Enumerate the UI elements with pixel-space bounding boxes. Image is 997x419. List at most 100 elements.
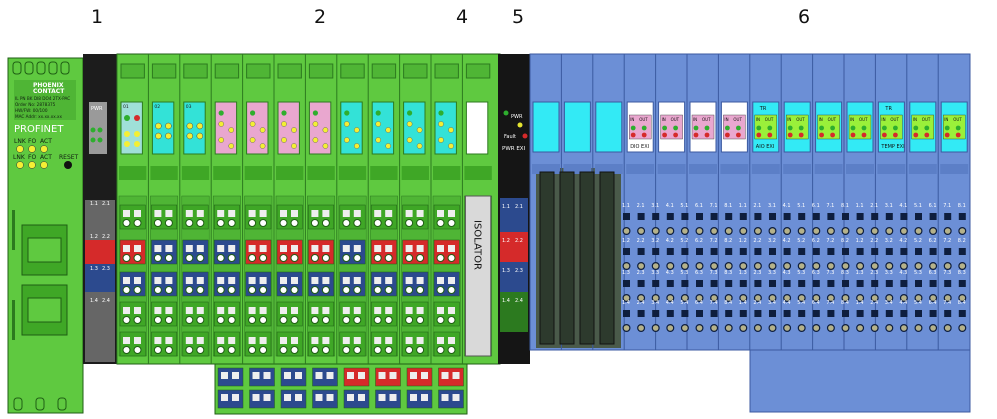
exi-terminal-label: 2.1 bbox=[870, 203, 878, 209]
wire-entry bbox=[798, 263, 805, 270]
spring-lever bbox=[374, 210, 381, 217]
spring-lever bbox=[165, 210, 172, 217]
wire-entry bbox=[623, 228, 630, 235]
bus-contact bbox=[720, 164, 748, 174]
spring-lever bbox=[711, 248, 718, 255]
exi-terminal-label: 3.3 bbox=[651, 270, 659, 276]
spring-lever bbox=[374, 307, 381, 314]
channel-led bbox=[882, 126, 887, 131]
channel-led bbox=[913, 133, 918, 138]
aio-exi-label: AIO EXI bbox=[756, 144, 774, 150]
spring-lever bbox=[154, 245, 161, 252]
channel-led bbox=[448, 127, 453, 132]
spring-lever bbox=[448, 337, 455, 344]
spring-lever bbox=[871, 213, 878, 220]
ch-label-in: IN bbox=[724, 117, 728, 122]
channel-led bbox=[631, 133, 636, 138]
spring-lever bbox=[410, 372, 417, 379]
exi-terminal-label: 5.1 bbox=[797, 203, 805, 209]
wire-entry bbox=[417, 317, 424, 324]
spring-lever bbox=[316, 394, 323, 401]
wire-entry bbox=[311, 317, 318, 324]
pwr-exi-pwr-label: PWR bbox=[511, 114, 523, 120]
wire-entry bbox=[740, 263, 747, 270]
exi-terminal-label: 5.2 bbox=[914, 238, 922, 244]
wire-entry bbox=[186, 287, 193, 294]
spring-lever bbox=[406, 307, 413, 314]
exi-terminal-label: 8.3 bbox=[958, 270, 966, 276]
spring-lever bbox=[857, 213, 864, 220]
exi-terminal-label: 7.2 bbox=[943, 238, 951, 244]
channel-led bbox=[323, 127, 328, 132]
hw-label: HW/FW: 00/100 bbox=[15, 108, 48, 113]
ch-label-in: IN bbox=[662, 117, 666, 122]
wire-entry bbox=[930, 263, 937, 270]
channel-led bbox=[354, 143, 359, 148]
wire-entry bbox=[280, 317, 287, 324]
spring-lever bbox=[249, 277, 256, 284]
wire-entry bbox=[134, 287, 141, 294]
exi-terminal-label: 7.3 bbox=[826, 270, 834, 276]
spring-lever bbox=[232, 372, 239, 379]
module-faceplate bbox=[466, 102, 487, 154]
bus-coupler: PHOENIX CONTACT IL PN BK DI8 DO4 2TX-PAC… bbox=[8, 58, 83, 413]
channel-led bbox=[407, 137, 412, 142]
exi-terminal-label: 8.1 bbox=[958, 203, 966, 209]
spring-lever bbox=[740, 213, 747, 220]
brand-line2: CONTACT bbox=[33, 88, 65, 95]
spring-lever bbox=[711, 213, 718, 220]
spring-lever bbox=[959, 280, 966, 287]
wire-entry bbox=[385, 287, 392, 294]
wire-entry bbox=[711, 228, 718, 235]
spring-lever bbox=[754, 280, 761, 287]
wire-entry bbox=[249, 347, 256, 354]
spring-lever bbox=[186, 337, 193, 344]
exi-terminal-label: 1.1 bbox=[622, 203, 630, 209]
channel-led bbox=[376, 137, 381, 142]
wire-entry bbox=[886, 325, 893, 332]
reset-button[interactable] bbox=[64, 161, 72, 169]
spring-lever bbox=[740, 248, 747, 255]
spring-lever bbox=[406, 337, 413, 344]
exi-terminal-label: 1.2 bbox=[739, 238, 747, 244]
spring-lever bbox=[379, 394, 386, 401]
spring-lever bbox=[154, 210, 161, 217]
exi-terminal-label: 2.4 bbox=[637, 300, 645, 306]
slot-label: 01 bbox=[123, 104, 129, 110]
spring-lever bbox=[754, 248, 761, 255]
spring-lever bbox=[915, 248, 922, 255]
spring-lever bbox=[421, 394, 428, 401]
wire-entry bbox=[228, 347, 235, 354]
led-label-fo-2: FO bbox=[28, 154, 36, 161]
pwr-label: PWR bbox=[91, 106, 103, 112]
spring-lever bbox=[217, 210, 224, 217]
exi-terminal-label: 1.1 bbox=[739, 203, 747, 209]
module-top-clip bbox=[215, 64, 238, 78]
wire-entry bbox=[197, 287, 204, 294]
spring-lever bbox=[871, 310, 878, 317]
exi-terminal-label: 4.2 bbox=[666, 238, 674, 244]
channel-led bbox=[417, 127, 422, 132]
spring-lever bbox=[311, 307, 318, 314]
ch-label-out: OUT bbox=[671, 117, 680, 122]
wire-entry bbox=[725, 263, 732, 270]
wire-entry bbox=[813, 263, 820, 270]
wire-entry bbox=[165, 347, 172, 354]
wire-entry bbox=[374, 255, 381, 262]
spring-lever bbox=[221, 372, 228, 379]
spring-lever bbox=[154, 307, 161, 314]
spring-lever bbox=[900, 248, 907, 255]
exi-terminal-label: 5.2 bbox=[680, 238, 688, 244]
exi-terminal-label: 4.2 bbox=[783, 238, 791, 244]
module-top-clip bbox=[309, 64, 332, 78]
spring-lever bbox=[249, 210, 256, 217]
wire-entry bbox=[871, 263, 878, 270]
spring-lever bbox=[374, 245, 381, 252]
wire-entry bbox=[249, 255, 256, 262]
spring-lever bbox=[264, 394, 271, 401]
wire-entry bbox=[638, 263, 645, 270]
exi-terminal-label: 8.3 bbox=[841, 270, 849, 276]
wire-entry bbox=[857, 325, 864, 332]
ch-label-out: OUT bbox=[765, 117, 774, 122]
status-led bbox=[134, 115, 140, 121]
